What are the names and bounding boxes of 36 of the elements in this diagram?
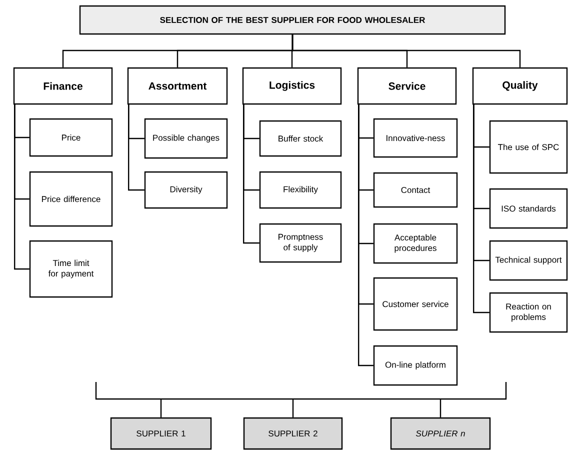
criterion-box: Contact [373, 172, 458, 208]
criterion-box: Flexibility [259, 171, 342, 209]
criterion-box: Price difference [29, 171, 113, 227]
connector-line [292, 399, 294, 418]
criterion-box: Technical support [489, 240, 568, 281]
connector-line [292, 34, 521, 68]
criterion-box: Reaction on problems [489, 292, 568, 333]
category-box: Finance [13, 67, 113, 105]
connector-line [243, 104, 260, 244]
title-box: SELECTION OF THE BEST SUPPLIER FOR FOOD WHOLESALER [79, 5, 506, 35]
criterion-box: Customer service [373, 277, 458, 331]
criterion-box: On-line platform [373, 345, 458, 386]
category-box: Service [357, 67, 457, 105]
connector-line [358, 104, 374, 366]
connector-line [473, 104, 490, 314]
criterion-box: Possible changes [144, 118, 228, 159]
criterion-box: The use of SPC [489, 120, 568, 174]
criterion-box: Price [29, 118, 113, 157]
supplier-box: SUPPLIER 1 [110, 417, 212, 450]
criterion-box: Diversity [144, 171, 228, 209]
bracket [95, 382, 507, 400]
category-box: Assortment [127, 67, 228, 105]
connector-line [160, 399, 162, 418]
criterion-box: Innovative-ness [373, 118, 458, 158]
category-box: Logistics [242, 67, 342, 105]
criterion-box: Time limit for payment [29, 240, 113, 298]
connector-line [14, 104, 30, 270]
criterion-box: Buffer stock [259, 120, 342, 157]
category-box: Quality [472, 67, 568, 105]
supplier-box: SUPPLIER 2 [243, 417, 343, 450]
supplier-box: SUPPLIER n [390, 417, 491, 450]
criterion-box: ISO standards [489, 188, 568, 229]
criterion-box: Acceptable procedures [373, 223, 458, 264]
connector-line [128, 104, 144, 191]
connector-line [440, 399, 442, 418]
criterion-box: Promptness of supply [259, 223, 342, 263]
